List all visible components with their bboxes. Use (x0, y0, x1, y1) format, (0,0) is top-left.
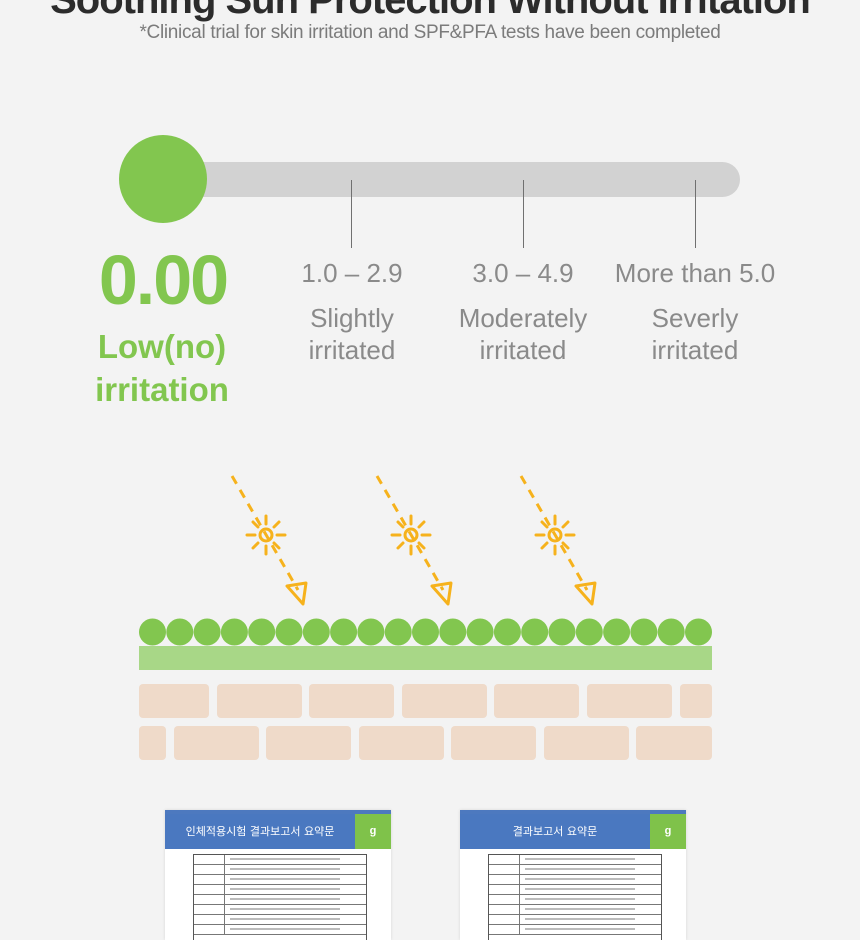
clinical-report-2: 결과보고서 요약문 g (460, 810, 686, 940)
report-title: 인체적용시험 결과보고서 요약문 (165, 814, 355, 849)
scale-tick-moderate (523, 180, 524, 248)
page-subtitle: *Clinical trial for skin irritation and … (139, 22, 721, 43)
sunscreen-particle (275, 618, 303, 646)
sunscreen-particle-row (139, 618, 712, 646)
sunscreen-particle (357, 618, 385, 646)
sunscreen-particle (630, 618, 658, 646)
sunscreen-particle (248, 618, 276, 646)
sunscreen-particle (685, 618, 712, 646)
level-slight-line1: Slightly (310, 303, 394, 333)
skin-cell-layer (139, 684, 712, 760)
level-moderate-line1: Moderately (458, 303, 588, 333)
sunscreen-particle (466, 618, 494, 646)
irritation-scale-track (160, 162, 740, 197)
sunscreen-particle (548, 618, 576, 646)
level-severe-line2: irritated (651, 335, 739, 365)
range-moderate: 3.0 – 4.9 (472, 258, 574, 288)
level-moderate: Moderately irritated (428, 302, 618, 366)
level-slight-line2: irritated (308, 335, 396, 365)
sun-ray-icon (534, 514, 576, 556)
arrow-down-right-icon (285, 581, 308, 606)
irritation-score-label: Low(no) irritation (62, 325, 262, 411)
report-table (193, 854, 367, 940)
irritation-score-value: 0.00 (98, 241, 229, 319)
sunscreen-particle (330, 618, 358, 646)
sunscreen-particle (384, 618, 412, 646)
sunscreen-particle (220, 618, 248, 646)
level-severe-line1: Severly (651, 303, 739, 333)
range-slight: 1.0 – 2.9 (301, 258, 403, 288)
sunscreen-particle (657, 618, 685, 646)
sunscreen-particle (412, 618, 439, 646)
sun-ray-group-2 (375, 475, 453, 606)
report-logo: g (355, 814, 391, 849)
report-title: 결과보고서 요약문 (460, 814, 650, 849)
protective-film-layer (139, 646, 712, 670)
arrow-down-right-icon (430, 581, 453, 606)
sunscreen-particle (166, 618, 194, 646)
sunscreen-particle (139, 618, 166, 646)
clinical-report-1: 인체적용시험 결과보고서 요약문 g (165, 810, 391, 940)
arrow-down-right-icon (574, 581, 597, 606)
score-label-line2: irritation (95, 371, 229, 408)
sunscreen-particle (603, 618, 631, 646)
level-moderate-line2: irritated (479, 335, 567, 365)
level-severe: Severly irritated (600, 302, 790, 366)
sunscreen-particle (439, 618, 467, 646)
page-title: Soothing Sun Protection Without Irritati… (50, 0, 811, 22)
sunscreen-particle (521, 618, 549, 646)
level-slight: Slightly irritated (257, 302, 447, 366)
score-label-line1: Low(no) (97, 328, 227, 365)
scale-tick-slight (351, 180, 352, 248)
irritation-result-marker (119, 135, 207, 223)
scale-tick-severe (695, 180, 696, 248)
sun-ray-group-1 (230, 475, 308, 606)
sun-ray-group-3 (519, 475, 597, 606)
sun-ray-icon (245, 514, 287, 556)
sunscreen-particle (575, 618, 603, 646)
skin-barrier-diagram (139, 475, 712, 760)
sunscreen-particle (302, 618, 330, 646)
sun-ray-icon (390, 514, 432, 556)
sunscreen-particle (493, 618, 521, 646)
report-logo: g (650, 814, 686, 849)
range-severe: More than 5.0 (614, 258, 776, 288)
sunscreen-particle (193, 618, 221, 646)
report-table (488, 854, 662, 940)
